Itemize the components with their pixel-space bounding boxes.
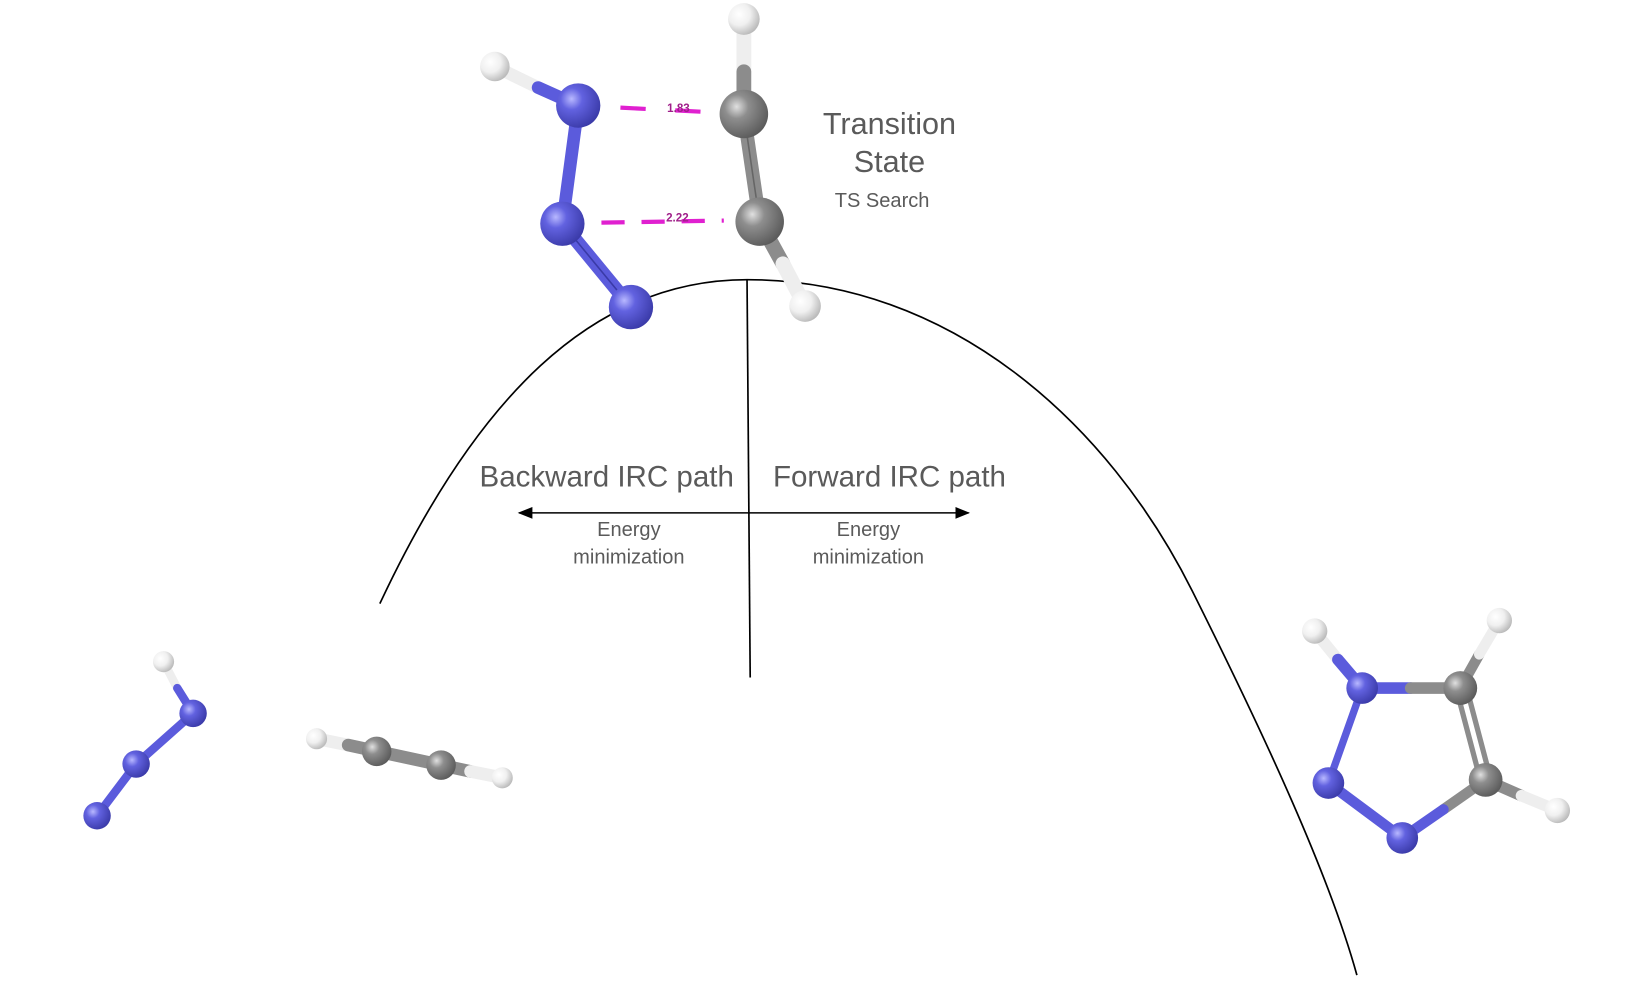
nitrogen-atom <box>122 750 150 778</box>
reactant-acetylene-molecule <box>305 728 513 789</box>
carbon-atom <box>735 197 784 246</box>
hydrogen-atom <box>789 290 821 322</box>
forward-sub-line2: minimization <box>813 547 924 569</box>
nitrogen-atom <box>1386 822 1419 854</box>
hydrogen-atom <box>728 3 760 35</box>
nitrogen-atom <box>1346 672 1378 704</box>
forward-sub-line1: Energy <box>837 519 900 541</box>
carbon-atom <box>1443 671 1478 705</box>
ts-subtitle: TS Search <box>835 190 930 212</box>
nitrogen-atom <box>1312 767 1345 799</box>
carbon-atom <box>719 89 769 139</box>
nitrogen-atom <box>83 802 111 830</box>
nitrogen-atom <box>540 201 585 246</box>
nitrogen-atom <box>608 284 654 330</box>
ts-title-line1: Transition <box>823 107 956 141</box>
distance-line-lower <box>601 218 724 225</box>
hydrogen-atom <box>480 51 510 82</box>
nitrogen-atom <box>556 83 601 128</box>
backward-sub-line2: minimization <box>573 547 684 569</box>
backward-label: Backward IRC path <box>480 460 734 493</box>
product-triazole-molecule <box>1302 607 1571 854</box>
carbon-atom <box>426 750 456 780</box>
nitrogen-atom <box>179 699 207 728</box>
distance-line-upper <box>620 105 704 114</box>
ts-title-line2: State <box>854 145 925 179</box>
forward-label: Forward IRC path <box>773 460 1006 493</box>
transition-state-molecule: 1.83 2.22 <box>480 3 821 330</box>
carbon-atom <box>1468 762 1503 797</box>
energy-curve <box>379 278 1358 976</box>
distance-label-lower: 2.22 <box>666 212 689 225</box>
backward-sub-line1: Energy <box>597 519 660 541</box>
ts-divider-line <box>746 279 752 678</box>
carbon-atom <box>361 736 392 767</box>
distance-label-upper: 1.83 <box>667 102 690 115</box>
reactant-hn3-molecule <box>83 651 207 830</box>
